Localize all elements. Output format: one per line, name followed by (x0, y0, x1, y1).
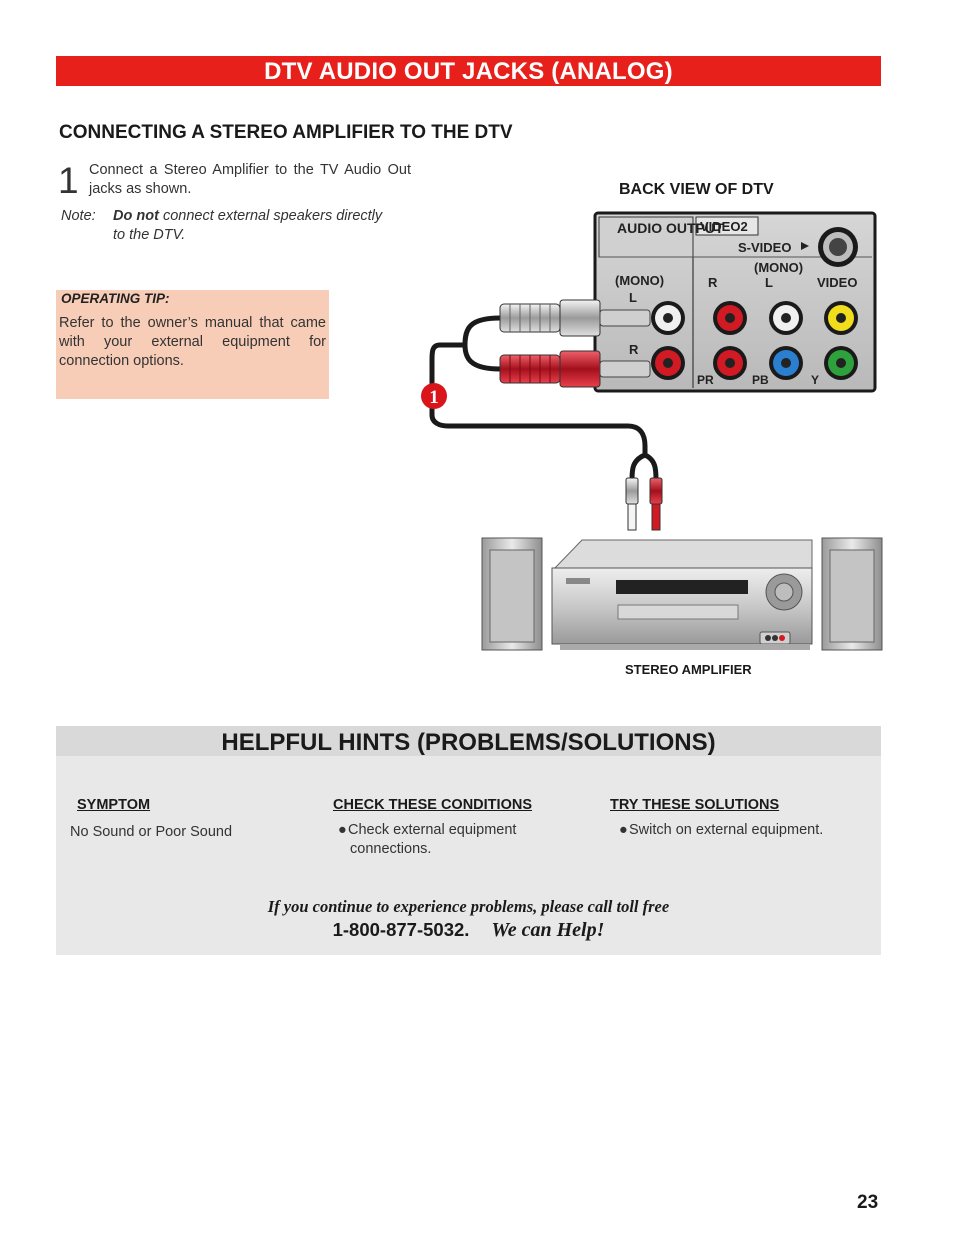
operating-tip-box (56, 290, 329, 399)
helpful-hints-title: HELPFUL HINTS (PROBLEMS/SOLUTIONS) (56, 726, 881, 756)
symptom-text: No Sound or Poor Sound (70, 824, 233, 840)
we-can-help: We can Help! (491, 919, 605, 941)
jack-r2-label: R (708, 275, 718, 290)
bullet-icon: ● (619, 822, 628, 838)
condition-item: ●Check external equipment connections. (338, 821, 578, 859)
conditions-column-header: CHECK THESE CONDITIONS (333, 797, 532, 813)
y-label: Y (811, 373, 819, 387)
white-plug (499, 299, 651, 337)
callout-number: 1 (429, 387, 439, 408)
solutions-column-header: TRY THESE SOLUTIONS (610, 797, 780, 813)
video-label: VIDEO (817, 275, 857, 290)
note-bold: Do not (113, 208, 159, 224)
phone-line: 1-800-877-5032. We can Help! (56, 919, 881, 942)
callout-circle (421, 383, 447, 409)
note-line2: to the DTV. (113, 227, 186, 243)
mono2-label: (MONO) (754, 260, 803, 275)
condition-text-1: Check external equipment (348, 822, 517, 838)
stereo-amplifier (551, 539, 813, 650)
page-number: 23 (857, 1192, 879, 1213)
rca-cable (429, 315, 659, 483)
solution-item: ●Switch on external equipment. (619, 821, 869, 840)
video2-label: VIDEO2 (700, 219, 748, 234)
operating-tip-text: Refer to the owner’s manual that came wi… (59, 315, 326, 369)
back-view-label: BACK VIEW OF DTV (619, 181, 774, 198)
jack-r-label: R (629, 342, 639, 357)
symptom-column-header: SYMPTOM (77, 797, 151, 813)
note-label: Note: (61, 208, 96, 224)
red-plug (499, 350, 651, 388)
connection-diagram: AUDIO OUTPUT (MONO) L R VIDEO2 S-VIDEO (… (421, 211, 883, 651)
condition-text-2: connections. (350, 841, 432, 857)
jack-l2-label: L (765, 275, 773, 290)
bullet-icon: ● (338, 822, 347, 838)
step-number: 1 (58, 160, 79, 201)
audio-out-jacks (651, 301, 685, 380)
right-speaker (821, 537, 883, 651)
solution-text: Switch on external equipment. (629, 822, 824, 838)
operating-tip-title: OPERATING TIP: (61, 291, 170, 306)
toll-free-line: If you continue to experience problems, … (267, 897, 670, 916)
stereo-amplifier-label: STEREO AMPLIFIER (625, 662, 752, 677)
audio-output-label: AUDIO OUTPUT (617, 220, 724, 236)
step-text: Connect a Stereo Amplifier to the TV Aud… (89, 162, 411, 197)
mono-label: (MONO) (615, 273, 664, 288)
pr-label: PR (697, 373, 714, 387)
jack-l-label: L (629, 290, 637, 305)
helpful-hints-box (56, 726, 881, 955)
section-title-bar: DTV AUDIO OUT JACKS (ANALOG) (56, 56, 881, 86)
svideo-label: S-VIDEO (738, 240, 791, 255)
left-speaker (481, 537, 543, 651)
phone-number: 1-800-877-5032. (332, 919, 470, 940)
video2-jacks (713, 301, 858, 380)
pb-label: PB (752, 373, 769, 387)
note: Note: Do not connect external speakers di… (61, 207, 411, 245)
section-heading: CONNECTING A STEREO AMPLIFIER TO THE DTV (59, 122, 513, 143)
note-rest: connect external speakers directly (162, 208, 383, 224)
